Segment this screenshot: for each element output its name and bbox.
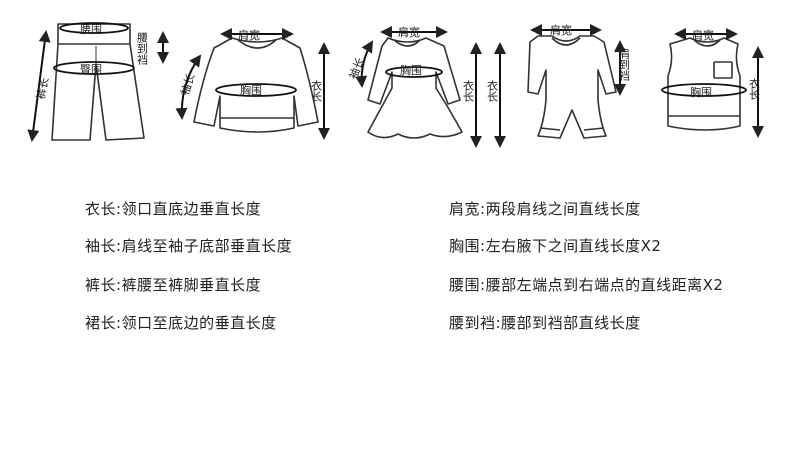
definition-text: 腰部到裆部直线长度 [501,314,641,332]
vest-length-label: 衣长 [748,77,761,100]
pants-outline [51,23,145,141]
pants-hip-ring [53,61,135,75]
sweater-chest-ring [215,83,297,97]
definition-pants-length: 裤长:裤腰至裤脚垂直长度 [85,276,262,294]
vest-pocket [713,61,733,79]
vest-chest-ring [661,83,747,97]
pants-hip-label: 臀围 [80,63,102,76]
definition-text: 裤腰至裤脚垂直长度 [121,276,262,294]
dress-shoulder-label: 肩宽 [398,25,420,39]
definition-length: 衣长:领口直底边垂直长度 [85,200,262,218]
dress-sleeve-arrow [355,40,374,88]
vest-outline [667,37,741,131]
pants-length-label: 裤长 [33,76,51,100]
definition-waist: 腰围:腰部左端点到右端点的直线距离X2 [449,276,724,294]
romper-shoulder-label: 肩宽 [550,23,572,37]
sweater-shoulder-label: 肩宽 [238,28,260,42]
definition-waist-to-crotch: 腰到裆:腰部到裆部直线长度 [449,314,641,332]
dress-diagram [355,26,506,148]
pants-waist-label: 腰围 [80,23,102,36]
romper-rise-label: 肩到裆 [618,47,631,82]
definition-label: 肩宽 [449,200,481,218]
vest-shoulder-label: 肩宽 [692,28,714,42]
garment-illustrations: 腰围 臀围 裤长 腰到裆 肩宽 胸围 袖长 衣长 肩宽 胸围 袖长 衣长 衣长 … [27,22,764,148]
dress-length-label-2: 衣长 [486,79,499,102]
sweater-sleeve-arrow [175,54,202,120]
definition-sleeve: 袖长:肩线至袖子底部垂直长度 [85,237,293,255]
sweater-diagram [175,28,330,140]
vest-diagram [661,28,764,138]
dress-chest-ring [385,66,443,78]
dress-length-label: 衣长 [462,79,475,102]
definition-chest: 胸围:左右腋下之间直线长度X2 [449,237,662,255]
romper-diagram [527,24,626,139]
definition-text: 领口直底边垂直长度 [121,200,262,218]
definition-label: 衣长 [85,200,117,218]
vest-chest-label: 胸围 [690,85,712,99]
pants-rise-label: 腰到裆 [136,32,149,66]
dress-chest-label: 胸围 [400,63,422,77]
pants-length-arrow [27,30,51,142]
definition-label: 裙长 [85,314,117,332]
sweater-chest-label: 胸围 [240,83,262,97]
definition-text: 领口至底边的垂直长度 [121,314,277,332]
definition-label: 裤长 [85,276,117,294]
definition-label: 胸围 [449,237,481,255]
definition-label: 袖长 [85,237,117,255]
definition-text: 左右腋下之间直线长度X2 [485,237,662,255]
definition-label: 腰围 [449,276,481,294]
definition-text: 肩线至袖子底部垂直长度 [121,237,293,255]
pants-waist-ring [59,22,129,34]
definition-label: 腰到裆 [449,314,496,332]
dress-outline [367,37,463,139]
definition-text: 两段肩线之间直线长度 [485,200,641,218]
sweater-length-label: 衣长 [310,79,323,102]
definition-text: 腰部左端点到右端点的直线距离X2 [485,276,724,294]
romper-outline [527,35,617,139]
definition-shoulder: 肩宽:两段肩线之间直线长度 [449,200,641,218]
sweater-sleeve-label: 袖长 [178,72,198,97]
pants-diagram [27,22,169,142]
definition-skirt-length: 裙长:领口至底边的垂直长度 [85,314,277,332]
